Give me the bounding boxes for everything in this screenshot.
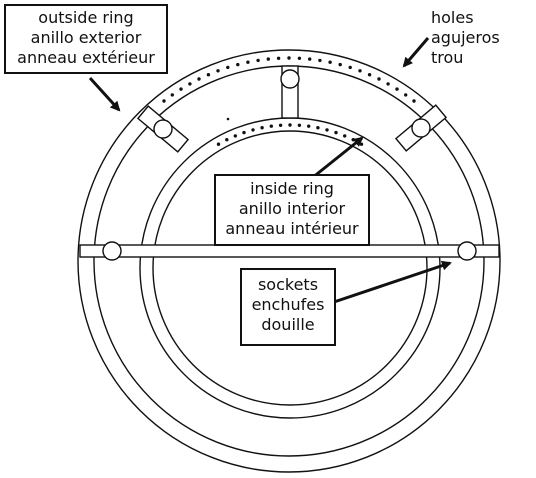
- outer-hole-dot: [328, 60, 332, 64]
- inner-hole-dot: [288, 123, 292, 127]
- outer-hole-dot: [162, 99, 166, 103]
- outer-hole-dot: [197, 77, 201, 81]
- inner-hole-dot: [225, 138, 229, 142]
- outer-hole-dot: [226, 65, 230, 70]
- outside-ring-label-fr: anneau extérieur: [17, 48, 155, 67]
- outer-hole-dot: [386, 82, 390, 86]
- outer-hole-dot: [188, 82, 192, 86]
- right-socket: [457, 241, 477, 261]
- outer-hole-dot: [395, 87, 399, 91]
- outer-hole-dot: [297, 56, 302, 60]
- left-socket: [102, 241, 122, 261]
- outer-hole-dot: [338, 62, 342, 67]
- inside-ring-label-es: anillo interior: [238, 199, 346, 218]
- sockets-arrow: [333, 260, 452, 304]
- outside-ring-label: outside ring anillo exterior anneau exté…: [4, 4, 168, 74]
- inner-hole-dot: [351, 138, 355, 142]
- outer-hole-dot: [308, 57, 312, 61]
- outer-hole-dot: [348, 65, 352, 70]
- inner-hole-dot: [260, 126, 264, 130]
- inside-ring-label-en: inside ring: [250, 179, 334, 198]
- outside-ring-outer-edge: [77, 49, 501, 473]
- top-spoke: [280, 65, 300, 119]
- outer-hole-dot: [404, 93, 408, 97]
- outer-hole-dot: [377, 77, 381, 81]
- inside-ring-inner-edge: [152, 130, 428, 406]
- inner-hole-dot: [334, 130, 338, 135]
- holes-label-fr: trou: [431, 48, 464, 67]
- inner-hole-dot: [343, 134, 347, 138]
- outer-hole-dot: [367, 73, 372, 77]
- small-mark: [226, 117, 230, 121]
- inner-hole-dot: [251, 128, 255, 132]
- outside-ring-arrow: [88, 76, 121, 112]
- inner-hole-dot: [242, 130, 246, 135]
- right-spoke: [394, 104, 448, 152]
- holes-label: holes agujeros trou: [431, 8, 531, 68]
- inner-hole-dot: [233, 134, 237, 138]
- sockets-label-es: enchufes: [251, 295, 325, 314]
- cross-bar: [79, 244, 500, 258]
- outer-hole-dot: [287, 56, 291, 60]
- inner-hole-dot: [359, 142, 364, 146]
- inner-hole-dot: [297, 123, 302, 128]
- inside-ring-label-fr: anneau intérieur: [225, 219, 359, 238]
- outside-ring-label-es: anillo exterior: [30, 28, 142, 47]
- inner-hole-dot: [316, 126, 320, 130]
- holes-arrow: [402, 37, 430, 68]
- outer-hole-dot: [236, 62, 240, 67]
- inner-hole-dot: [269, 124, 273, 128]
- holes-label-en: holes: [431, 8, 474, 27]
- outer-hole-dot: [358, 69, 362, 73]
- outer-hole-dot: [179, 87, 183, 91]
- inner-hole-dot: [307, 124, 311, 128]
- inside-ring-arrow: [311, 136, 364, 180]
- outer-hole-dot: [412, 99, 416, 103]
- inner-hole-dot: [278, 123, 283, 128]
- left-spoke: [136, 105, 190, 153]
- sockets-label-fr: douille: [261, 315, 315, 334]
- sockets-label: sockets enchufes douille: [240, 268, 336, 346]
- outer-hole-dot: [170, 93, 174, 97]
- inside-ring-label: inside ring anillo interior anneau intér…: [214, 174, 370, 246]
- outer-hole-dot: [318, 58, 322, 63]
- outer-hole-dot: [216, 69, 220, 73]
- outside-ring-holes: [162, 56, 416, 103]
- holes-label-es: agujeros: [431, 28, 500, 47]
- outside-ring-label-en: outside ring: [38, 8, 134, 27]
- outer-hole-dot: [246, 60, 250, 64]
- outer-hole-dot: [266, 57, 270, 61]
- outer-hole-dot: [276, 56, 281, 60]
- inner-hole-dot: [216, 142, 221, 146]
- outer-hole-dot: [206, 73, 211, 77]
- inner-hole-dot: [325, 128, 329, 132]
- outer-hole-dot: [256, 58, 260, 63]
- sockets-label-en: sockets: [257, 275, 319, 294]
